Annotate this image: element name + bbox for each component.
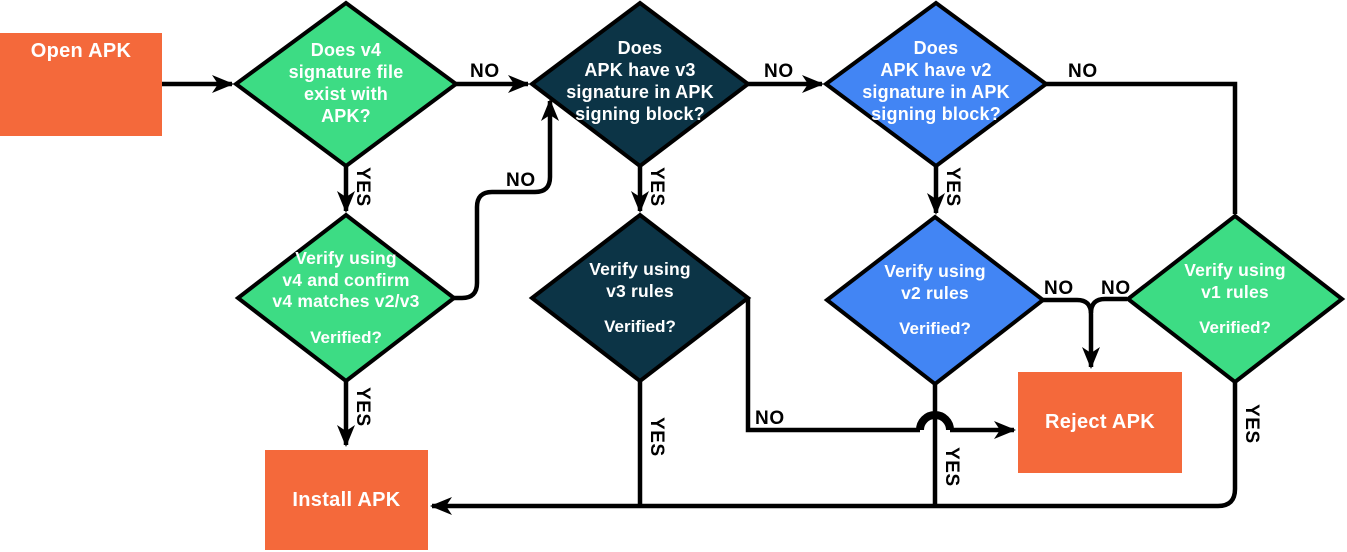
verifyv4-yes-label: YES	[352, 387, 373, 427]
qv4-yes-label: YES	[352, 167, 373, 207]
edge-verifyv2-no-to-reject	[1043, 297, 1100, 369]
verify-v3-diamond	[528, 212, 752, 384]
verify-v2-diamond	[823, 214, 1047, 387]
edge-verifyv3-no-left-part	[745, 299, 920, 433]
edge-verifyv1-no-merge	[1088, 296, 1127, 314]
qv3-yes-label: YES	[646, 167, 667, 207]
edge-verifyv1-yes-to-install	[430, 382, 1238, 515]
open-apk-box	[0, 33, 162, 136]
verifyv3-no-label: NO	[755, 408, 785, 429]
decision-v3-signature-diamond	[528, 0, 752, 169]
qv3-no-label: NO	[764, 61, 794, 82]
verifyv1-yes-label: YES	[1241, 404, 1262, 444]
verifyv4-no-label: NO	[506, 170, 536, 191]
verify-v4-diamond	[234, 212, 458, 384]
decision-v4-exists-diamond	[232, 0, 460, 169]
qv4-no-label: NO	[470, 61, 500, 82]
edge-qv2-no-to-verifyv1	[1046, 81, 1238, 214]
verifyv2-yes-label: YES	[941, 447, 962, 487]
install-apk-box	[265, 450, 428, 550]
verify-v1-diamond	[1124, 213, 1346, 385]
qv2-no-label: NO	[1068, 61, 1098, 82]
verifyv2-no-label: NO	[1044, 278, 1074, 299]
verifyv3-yes-label: YES	[646, 417, 667, 457]
qv2-yes-label: YES	[942, 167, 963, 207]
verifyv1-no-label: NO	[1101, 278, 1131, 299]
edge-verifyv4-no-to-qv3	[454, 99, 559, 301]
reject-apk-box	[1018, 372, 1182, 473]
decision-v2-signature-diamond	[822, 0, 1050, 169]
